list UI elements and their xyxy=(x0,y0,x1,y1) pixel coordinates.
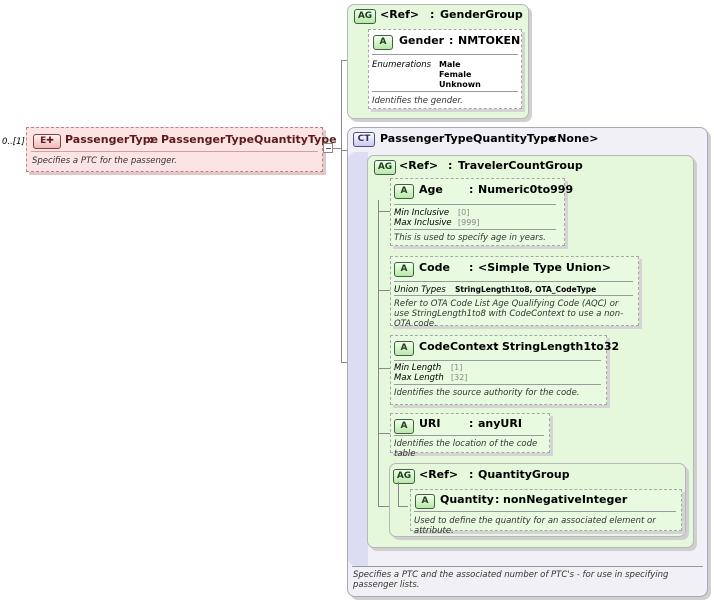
age-max-value: [999] xyxy=(458,218,480,227)
element-name: PassengerType xyxy=(65,133,159,146)
uri-name: URI xyxy=(419,417,441,430)
enumerations-label: Enumerations xyxy=(372,60,432,70)
attribute-group-badge: AG xyxy=(354,9,376,24)
quantity-name: Quantity xyxy=(440,493,494,506)
age-max-label: Max Inclusive xyxy=(394,218,452,228)
age-min-value: [0] xyxy=(458,208,470,217)
attribute-badge: A xyxy=(394,262,414,277)
age-description: This is used to specify age in years. xyxy=(394,233,546,243)
age-attribute[interactable]: A Age : Numeric0to999 Min Inclusive [0] … xyxy=(390,178,573,246)
complex-type-name: PassengerTypeQuantityType xyxy=(380,132,556,145)
complex-type-badge: CT xyxy=(353,132,375,147)
cardinality-label: 0..[1] xyxy=(2,137,25,147)
enum-female: Female xyxy=(439,70,472,79)
quantity-group-ref: <Ref> xyxy=(419,468,459,481)
enum-male: Male xyxy=(439,60,461,69)
quantity-attribute[interactable]: A Quantity : nonNegativeInteger Used to … xyxy=(410,489,682,536)
complex-type-base: <None> xyxy=(548,132,599,145)
plus-icon: ✚ xyxy=(46,136,54,146)
code-context-description: Identifies the source authority for the … xyxy=(394,388,580,398)
quantity-type: nonNegativeInteger xyxy=(503,493,628,506)
enum-unknown: Unknown xyxy=(439,80,481,89)
quantity-group[interactable]: AG <Ref> : QuantityGroup A Quantity : no… xyxy=(389,463,686,537)
quantity-group-name: QuantityGroup xyxy=(478,468,570,481)
attribute-badge: A xyxy=(373,35,393,50)
attribute-group-badge: AG xyxy=(393,469,415,484)
union-types-value: StringLength1to8, OTA_CodeType xyxy=(455,285,597,294)
attribute-badge: A xyxy=(394,341,414,356)
expand-toggle[interactable] xyxy=(323,143,333,153)
code-type: <Simple Type Union> xyxy=(478,261,611,274)
code-context-min-value: [1] xyxy=(451,363,463,372)
age-type: Numeric0to999 xyxy=(478,183,574,196)
traveler-group-name: TravelerCountGroup xyxy=(458,159,583,172)
element-passenger-type[interactable]: E✚ PassengerType : PassengerTypeQuantity… xyxy=(26,127,337,172)
uri-description: Identifies the location of the code tabl… xyxy=(394,439,538,459)
age-name: Age xyxy=(419,183,443,196)
gender-group-name: GenderGroup xyxy=(440,8,523,21)
uri-type: anyURI xyxy=(478,417,522,430)
code-context-type: StringLength1to32 xyxy=(502,340,620,353)
gender-group-ref: <Ref> xyxy=(380,8,420,21)
age-min-label: Min Inclusive xyxy=(394,208,450,218)
code-description: Refer to OTA Code List Age Qualifying Co… xyxy=(394,299,624,329)
code-context-min-label: Min Length xyxy=(394,363,442,373)
attribute-badge: A xyxy=(394,419,414,434)
code-name: Code xyxy=(419,261,450,274)
uri-attribute[interactable]: A URI : anyURI Identifies the location o… xyxy=(390,413,550,459)
gender-name: Gender xyxy=(399,34,445,47)
attribute-badge: A xyxy=(394,184,414,199)
complex-type-description: Specifies a PTC and the associated numbe… xyxy=(353,570,669,590)
code-attribute[interactable]: A Code : <Simple Type Union> Union Types… xyxy=(390,256,639,329)
element-badge: E✚ xyxy=(33,134,61,149)
quantity-description: Used to define the quantity for an assoc… xyxy=(414,516,656,536)
code-context-max-label: Max Length xyxy=(394,373,444,383)
attribute-badge: A xyxy=(415,494,435,509)
code-context-name: CodeContext xyxy=(419,340,499,353)
element-type: PassengerTypeQuantityType xyxy=(161,133,337,146)
traveler-group-ref: <Ref> xyxy=(399,159,439,172)
attribute-group-badge: AG xyxy=(374,160,396,175)
gender-type: NMTOKEN xyxy=(458,34,521,47)
union-types-label: Union Types xyxy=(394,285,446,295)
gender-group[interactable]: AG <Ref> : GenderGroup A Gender : NMTOKE… xyxy=(347,4,529,119)
code-context-attribute[interactable]: A CodeContext : StringLength1to32 Min Le… xyxy=(390,335,619,405)
gender-description: Identifies the gender. xyxy=(372,96,463,106)
element-description: Specifies a PTC for the passenger. xyxy=(32,156,177,166)
gender-attribute[interactable]: A Gender : NMTOKEN Enumerations Male Fem… xyxy=(368,29,522,109)
code-context-max-value: [32] xyxy=(451,373,468,382)
